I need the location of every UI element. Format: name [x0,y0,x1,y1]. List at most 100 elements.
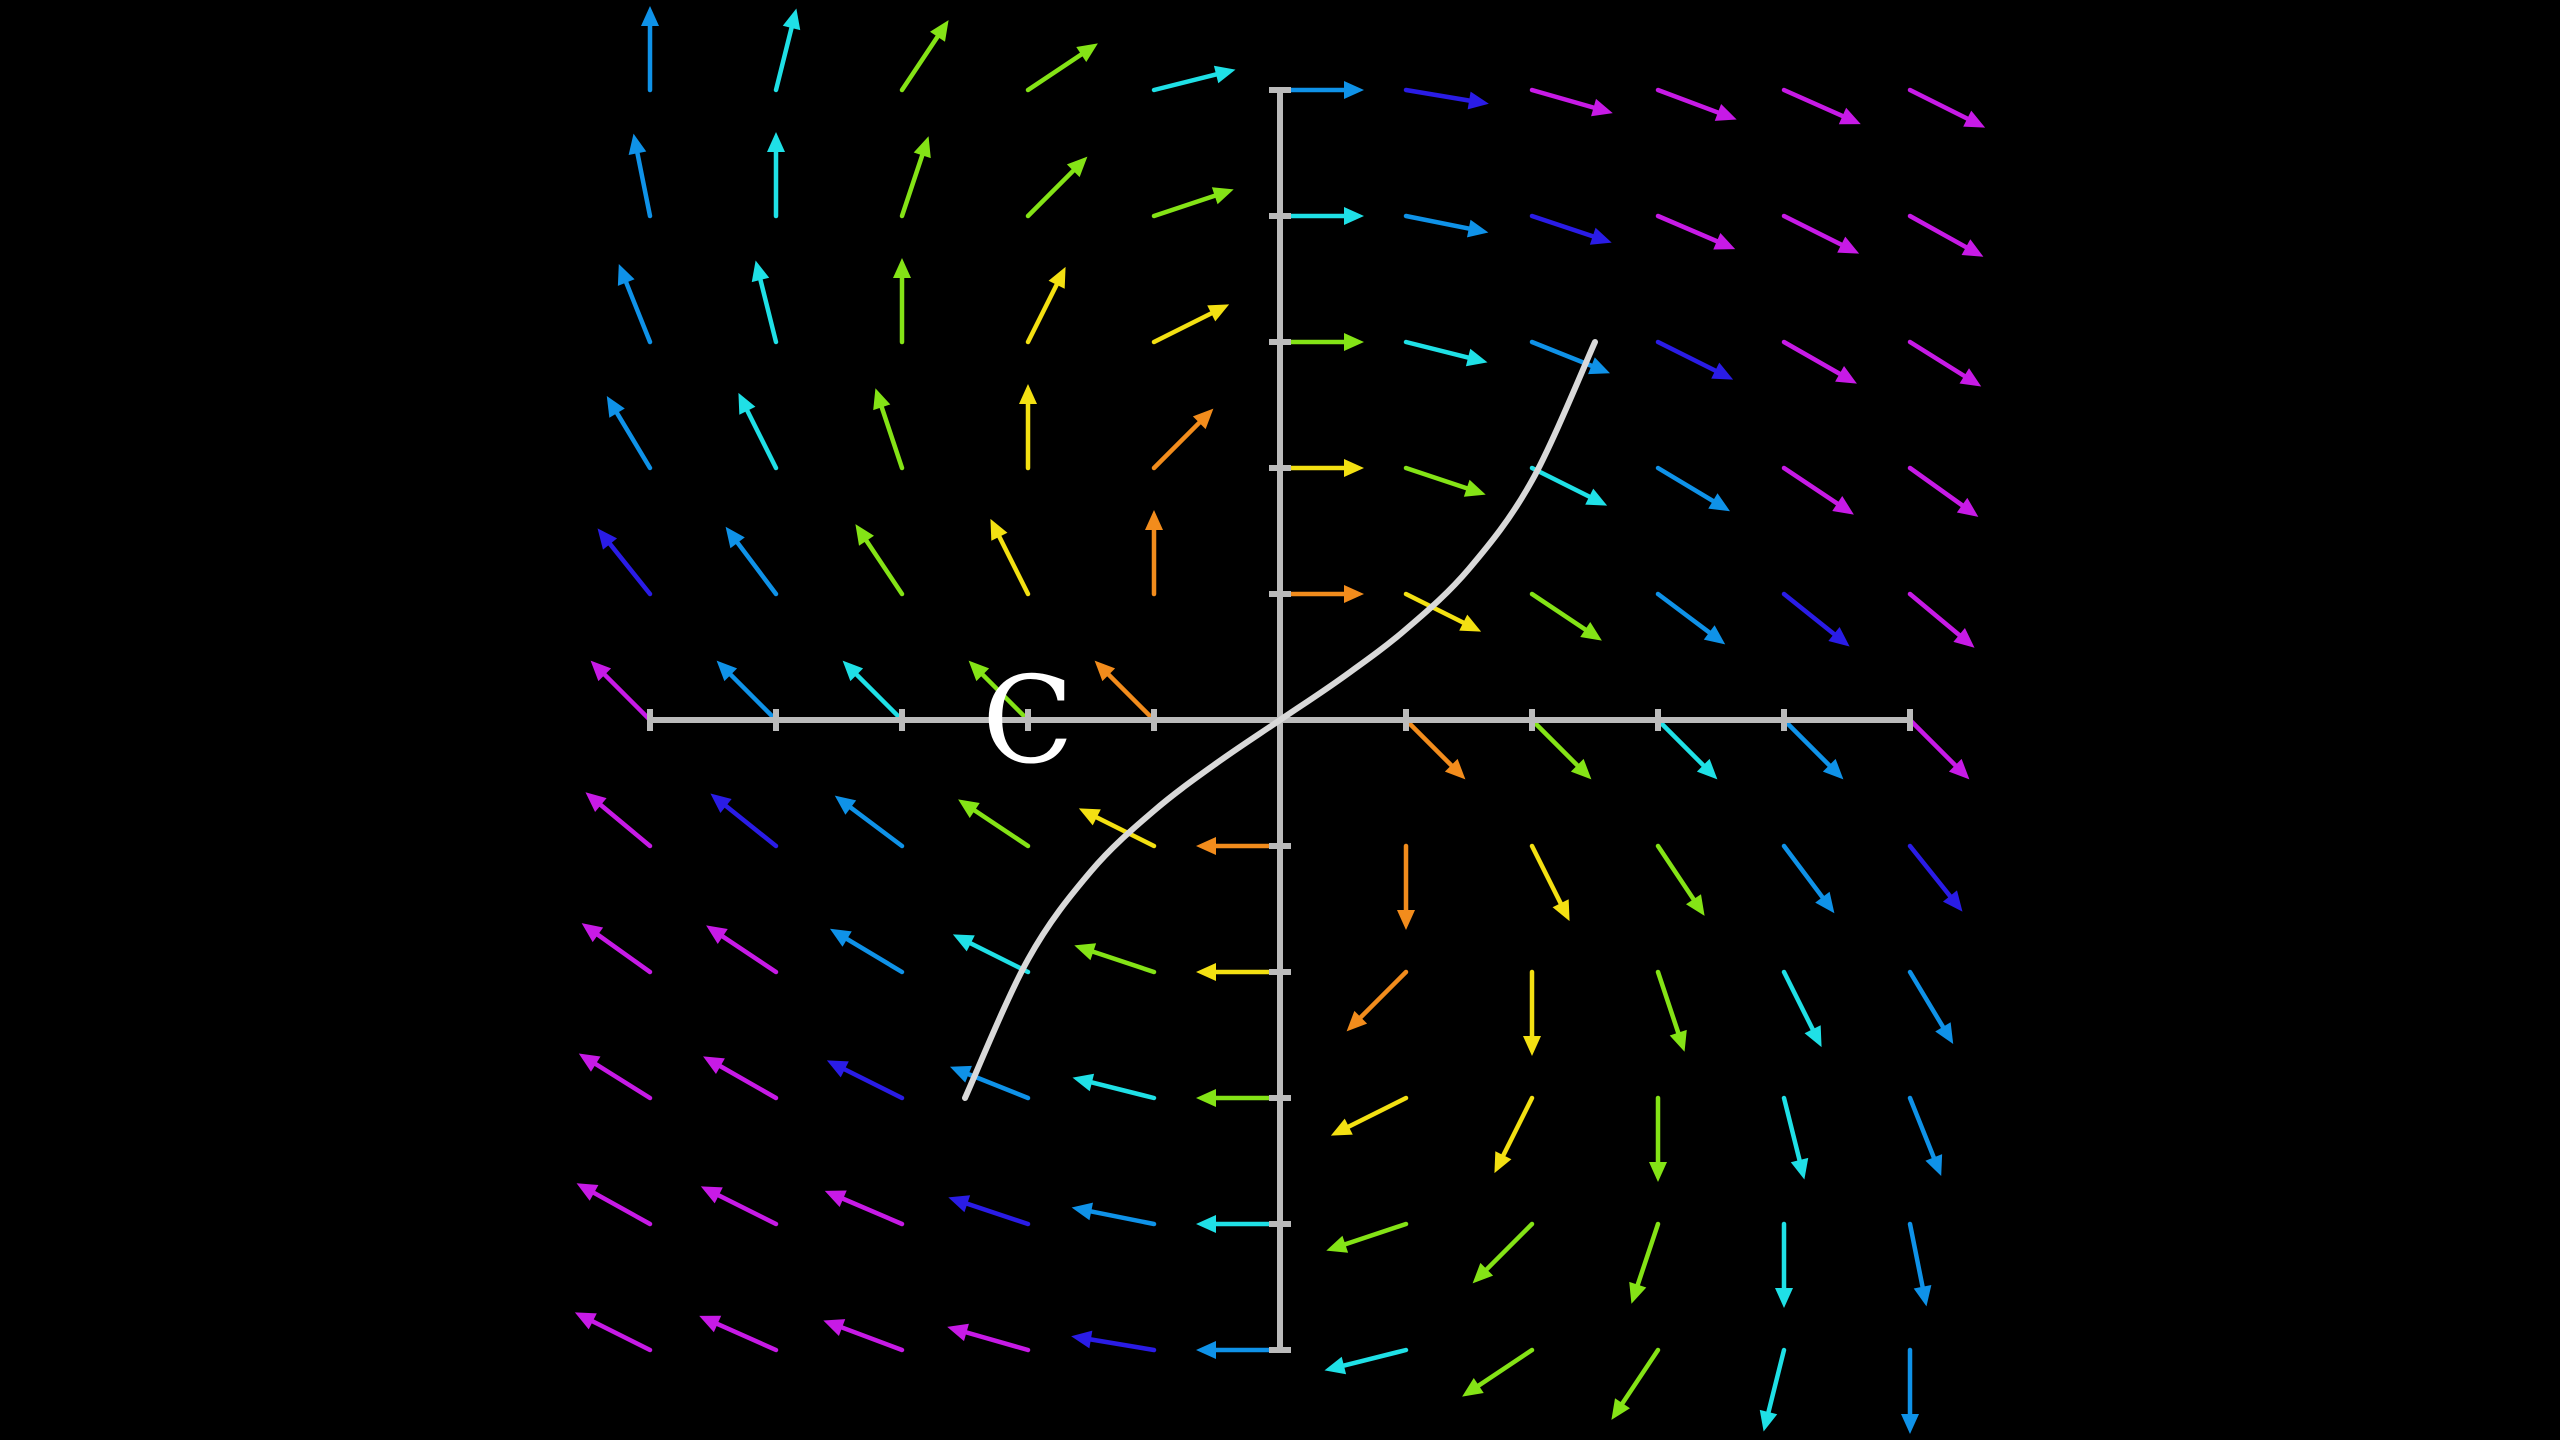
field-arrow [1151,304,1230,345]
field-arrow-shaft [1403,87,1474,104]
field-arrow-head [703,1056,725,1075]
field-arrow [1151,408,1214,471]
field-arrow-head [1961,239,1984,257]
field-arrow [1403,465,1486,497]
field-arrow-head [1901,1414,1919,1434]
field-arrow-head [606,395,625,418]
field-arrow [581,923,653,975]
field-arrow-head [1196,1215,1216,1233]
field-arrow [1907,1221,1932,1307]
field-arrow-shaft [714,1192,779,1227]
field-arrow-shaft [1087,1079,1157,1101]
field-arrow-shaft [773,23,795,93]
field-arrow-shaft [1781,1095,1803,1165]
field-arrow-shaft [963,1200,1031,1227]
field-arrow-shaft [1655,969,1682,1037]
field-arrow [1611,1347,1661,1420]
field-arrow-head [1759,1409,1778,1432]
field-arrow-head [1344,333,1364,351]
field-arrow-shaft [837,1324,905,1353]
field-arrow [1151,187,1234,219]
field-arrow-head [1580,622,1602,641]
field-arrow-head [1462,1378,1484,1397]
field-arrow-shaft [878,403,905,471]
field-arrow [1655,843,1705,916]
field-arrow [1529,87,1613,117]
field-arrow [1072,1073,1157,1101]
field-arrow [1649,1095,1667,1182]
field-arrow [899,20,949,93]
field-arrow-head [1714,104,1737,121]
field-arrow-shaft [1089,948,1157,975]
field-arrow [1529,465,1608,506]
field-arrow [1907,465,1979,517]
field-arrow-head [1466,219,1489,238]
field-arrow-shaft [716,1063,779,1101]
field-arrow-shaft [1151,192,1219,219]
field-arrow-head [1048,266,1066,289]
field-arrow-head [834,795,857,815]
field-arrow-shaft [757,275,779,345]
field-arrow-head [1591,98,1613,117]
field-arrow [574,1312,653,1353]
field-arrow-head [706,925,728,944]
field-arrow-shaft [588,1318,653,1353]
field-arrow [1019,384,1037,471]
field-arrow-head [574,1312,597,1330]
field-arrow-head [950,1065,972,1083]
field-arrow-shaft [1907,969,1947,1031]
field-arrow [700,1186,779,1227]
field-arrow-head [1459,614,1482,632]
field-arrow-shaft [606,540,653,597]
field-arrow-head [710,793,732,814]
field-arrow-head [1346,1010,1368,1032]
field-arrow-head [576,1183,599,1201]
field-arrow-shaft [597,801,653,849]
field-arrow-head [1066,156,1088,178]
field-arrow-shaft [1655,843,1697,904]
field-arrow-head [1649,1162,1667,1182]
field-arrow-head [958,799,980,818]
field-arrow-head [578,1053,601,1072]
field-arrow-head [1696,758,1718,780]
field-arrow-shaft [970,807,1031,849]
field-arrow-head [1344,81,1364,99]
field-arrow [1907,591,1975,648]
field-arrow [1781,339,1857,384]
field-arrow [606,395,653,471]
field-arrow [1781,1095,1809,1180]
field-arrow [710,793,779,849]
field-arrow-shaft [594,931,653,975]
field-arrow-shaft [1907,1095,1937,1162]
field-arrow-shaft [634,149,653,219]
field-arrow-head [1344,585,1364,603]
field-arrow-head [1494,1151,1512,1174]
field-arrow [1494,1095,1535,1174]
field-arrow-head [1935,1022,1954,1045]
field-arrow [628,133,653,219]
field-arrow-shaft [718,933,779,975]
field-arrow-shaft [1403,339,1473,361]
field-arrow-head [1959,368,1982,387]
field-arrow-head [590,660,612,682]
field-arrow-head [1078,808,1101,826]
field-arrow-head [855,524,874,546]
field-arrow [716,660,779,723]
field-arrow-head [873,388,891,411]
field-arrow-shaft [839,1195,905,1227]
field-arrow [1907,339,1982,387]
field-arrow-shaft [1655,213,1721,245]
field-arrow-shaft [1907,591,1963,639]
field-arrow-head [1196,963,1216,981]
field-arrow-head [1196,837,1216,855]
field-arrow-head [597,528,618,550]
field-arrow [751,260,779,345]
field-arrow [1781,591,1850,647]
field-arrow [1759,1347,1787,1432]
field-arrow-head [1832,496,1854,515]
field-arrow-head [1344,207,1364,225]
field-arrow-shaft [1105,671,1157,723]
field-arrow-head [1953,628,1975,648]
field-arrow-shaft [1907,843,1954,900]
field-arrow-head [1467,91,1489,110]
